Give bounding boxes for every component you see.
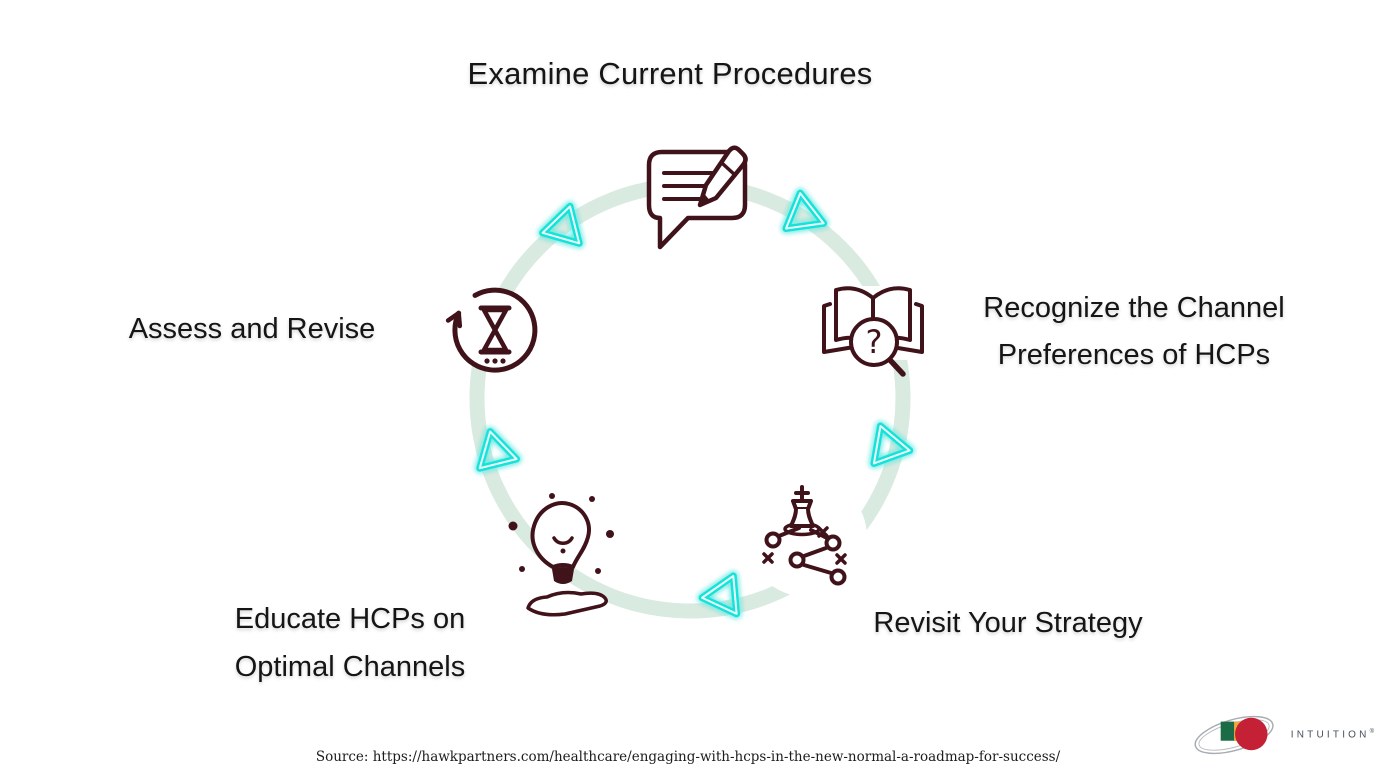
intuition-logo-icon [1194,715,1274,755]
lightbulb-hand-icon [508,493,614,617]
registered-mark: ® [1369,729,1374,736]
intuition-logo: INTUITION® [1192,706,1374,764]
page-title: Examine Current Procedures [467,56,873,91]
book-magnifier-icon: ? [822,286,924,377]
intuition-logo-text: INTUITION® [1290,729,1374,741]
step-label-educate-hcps: Educate HCPs on Optimal Channels [234,603,466,683]
speech-bubble-pencil-icon [646,145,748,250]
hourglass-refresh-icon [445,287,538,373]
step-label-revisit-strategy: Revisit Your Strategy [873,607,1143,639]
step-label-assess-and-revise: Assess and Revise [128,313,376,345]
chess-strategy-icon [747,477,867,597]
source-text: Source: https://hawkpartners.com/healthc… [315,749,1061,765]
step-label-recognize-channel-preferences: Recognize the Channel Preferences of HCP… [983,292,1285,371]
svg-text:?: ? [866,323,883,361]
